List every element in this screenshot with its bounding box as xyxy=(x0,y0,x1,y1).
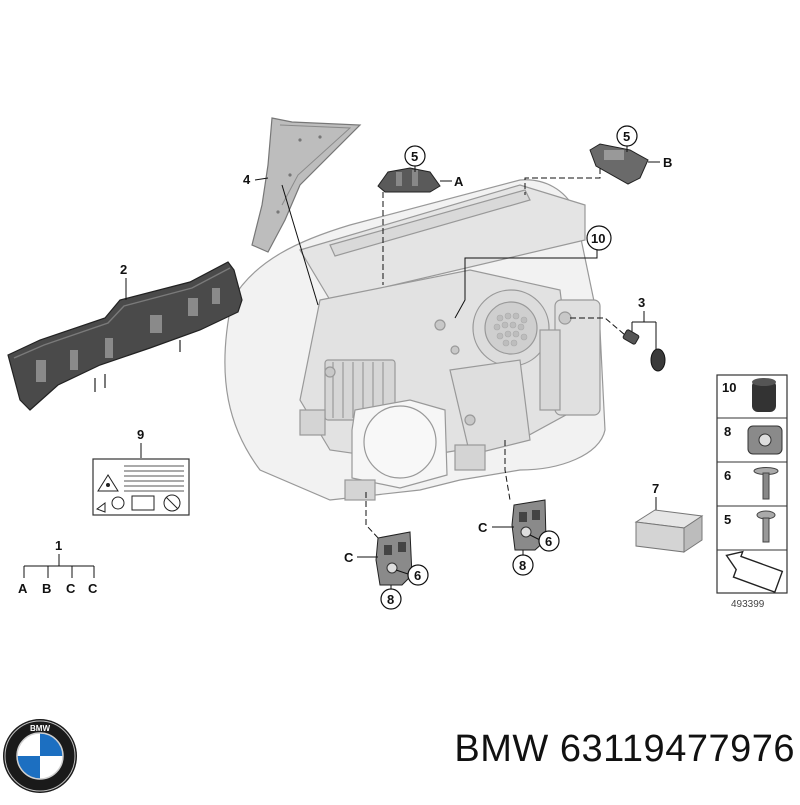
letter-c-left: C xyxy=(344,550,354,565)
letter-c-right: C xyxy=(478,520,488,535)
callout-2: 2 xyxy=(120,262,127,277)
lower-right-bracket: C 6 8 xyxy=(478,440,560,576)
callout-5b: 5 xyxy=(623,129,630,144)
part-10-leader: 10 xyxy=(454,225,612,319)
heat-sink xyxy=(324,359,396,421)
callout-6b: 6 xyxy=(545,534,552,549)
part-5-bracket-b: 5 B xyxy=(524,125,672,195)
bmw-logo: BMW xyxy=(3,719,77,793)
headlight-assembly xyxy=(224,179,606,501)
legend-ref-8: 8 xyxy=(724,424,731,439)
legend-ref-6: 6 xyxy=(724,468,731,483)
callout-10: 10 xyxy=(591,231,605,246)
tree-letter-b: B xyxy=(42,581,51,596)
lower-left-bracket: C 6 8 xyxy=(344,492,429,610)
part-2-rail: 2 xyxy=(7,261,243,411)
callout-7: 7 xyxy=(652,481,659,496)
callout-8a: 8 xyxy=(387,592,394,607)
tree-letter-c2: C xyxy=(88,581,98,596)
part-number-caption: BMW 63119477976 xyxy=(454,728,795,770)
legend-panel: 10 8 6 5 493399 xyxy=(716,374,788,610)
part-4-cover: 4 xyxy=(243,117,362,306)
part-5-bracket-a: 5 A xyxy=(377,145,464,285)
callout-9: 9 xyxy=(137,427,144,442)
part-7-box: 7 xyxy=(634,481,704,553)
callout-1: 1 xyxy=(55,538,62,553)
logo-letters: BMW xyxy=(30,724,50,733)
part-3-sensor: 3 xyxy=(570,295,666,372)
vent-cap xyxy=(472,289,550,367)
callout-3: 3 xyxy=(638,295,645,310)
callout-6a: 6 xyxy=(414,568,421,583)
legend-ref-5: 5 xyxy=(724,512,731,527)
callout-8b: 8 xyxy=(519,558,526,573)
callout-5a: 5 xyxy=(411,149,418,164)
tree-letter-a: A xyxy=(18,581,28,596)
legend-ref-10: 10 xyxy=(722,380,736,395)
reference-number: 493399 xyxy=(731,599,765,610)
part-9-label: 9 xyxy=(92,427,190,516)
callout-4: 4 xyxy=(243,172,251,187)
letter-b-top: B xyxy=(663,155,672,170)
part-1-tree: 1 A B C C xyxy=(18,538,98,596)
letter-a-top: A xyxy=(454,174,464,189)
tree-letter-c1: C xyxy=(66,581,76,596)
